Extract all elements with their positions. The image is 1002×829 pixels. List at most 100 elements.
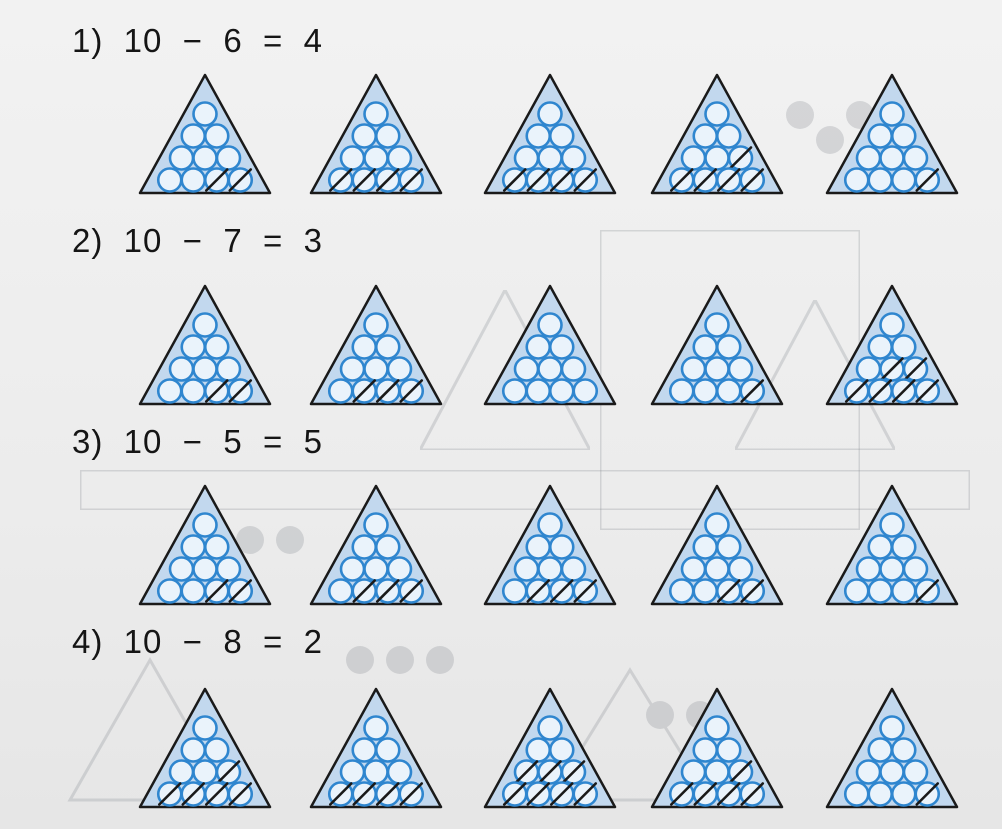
counting-circle — [339, 556, 366, 582]
counting-circle — [843, 167, 870, 193]
counting-circle — [363, 145, 389, 171]
counting-triangle — [650, 484, 784, 606]
counting-circle — [692, 534, 719, 560]
cross-out-stroke — [228, 379, 253, 403]
triangle-figure — [309, 73, 443, 195]
cross-out-stroke — [399, 782, 424, 806]
counting-circle — [537, 101, 563, 127]
cross-out-stroke — [399, 579, 424, 603]
counting-circle — [879, 715, 905, 741]
cross-out-stroke — [573, 579, 598, 603]
counting-circle — [351, 123, 378, 149]
triangle-figure — [309, 484, 443, 606]
counting-triangle — [483, 484, 617, 606]
counting-triangle — [825, 73, 959, 195]
counting-circle — [548, 378, 575, 404]
cross-out-stroke — [868, 379, 893, 403]
cross-out-stroke — [740, 782, 765, 806]
counting-circle — [715, 334, 742, 360]
counting-circle — [692, 378, 719, 404]
cross-out-stroke — [375, 782, 400, 806]
cross-out-stroke — [669, 782, 694, 806]
counting-circle — [513, 145, 540, 171]
counting-circle — [704, 356, 730, 382]
counting-circle — [890, 781, 917, 807]
cross-out-stroke — [375, 379, 400, 403]
cross-out-stroke — [716, 782, 741, 806]
counting-circle — [902, 759, 929, 785]
counting-circle — [680, 145, 707, 171]
counting-circle — [902, 145, 929, 171]
counting-circle — [363, 759, 389, 785]
counting-circle — [704, 759, 730, 785]
counting-circle — [168, 759, 195, 785]
counting-circle — [704, 556, 730, 582]
cross-out-stroke — [915, 579, 940, 603]
counting-circle — [203, 534, 230, 560]
triangle-figure — [309, 687, 443, 809]
counting-circle — [203, 334, 230, 360]
counting-circle — [192, 101, 218, 127]
counting-circle — [890, 534, 917, 560]
counting-circle — [879, 759, 905, 785]
counting-circle — [704, 145, 730, 171]
cross-out-stroke — [740, 379, 765, 403]
counting-circle — [704, 512, 730, 538]
counting-circle — [215, 145, 242, 171]
counting-circle — [180, 378, 207, 404]
counting-circle — [215, 556, 242, 582]
counting-triangle — [483, 687, 617, 809]
triangle-figure — [825, 284, 959, 406]
counting-circle — [180, 167, 207, 193]
counting-circle — [692, 123, 719, 149]
counting-circle — [855, 145, 882, 171]
triangle-figure — [825, 687, 959, 809]
counting-circle — [156, 378, 183, 404]
counting-triangle — [138, 73, 272, 195]
counting-circle — [715, 123, 742, 149]
counting-triangle — [650, 687, 784, 809]
equation-3: 3) 10 − 5 = 5 — [72, 423, 323, 460]
triangle-figure — [650, 484, 784, 606]
counting-triangle — [825, 687, 959, 809]
cross-out-stroke — [352, 168, 377, 192]
counting-circle — [215, 356, 242, 382]
counting-circle — [560, 145, 587, 171]
triangle-figure — [138, 484, 272, 606]
counting-circle — [727, 356, 754, 382]
counting-circle — [192, 556, 218, 582]
cross-out-stroke — [328, 782, 353, 806]
cross-out-stroke — [502, 168, 527, 192]
counting-circle — [867, 167, 894, 193]
counting-circle — [525, 378, 552, 404]
triangle-figure — [138, 284, 272, 406]
counting-circle — [548, 737, 575, 763]
cross-out-stroke — [728, 760, 753, 784]
cross-out-stroke — [228, 579, 253, 603]
counting-circle — [327, 378, 354, 404]
counting-circle — [180, 123, 207, 149]
counting-circle — [867, 334, 894, 360]
counting-circle — [180, 578, 207, 604]
counting-triangle — [309, 73, 443, 195]
triangle-figure — [825, 484, 959, 606]
counting-circle — [351, 334, 378, 360]
cross-out-stroke — [561, 760, 586, 784]
counting-circle — [525, 534, 552, 560]
counting-circle — [351, 534, 378, 560]
counting-circle — [525, 737, 552, 763]
counting-circle — [374, 334, 401, 360]
counting-circle — [692, 578, 719, 604]
counting-triangle — [309, 284, 443, 406]
cross-out-stroke — [375, 168, 400, 192]
cross-out-stroke — [915, 782, 940, 806]
counting-circle — [548, 334, 575, 360]
counting-circle — [879, 101, 905, 127]
counting-circle — [168, 556, 195, 582]
counting-triangle — [309, 484, 443, 606]
cross-out-stroke — [549, 579, 574, 603]
counting-circle — [855, 556, 882, 582]
counting-circle — [192, 715, 218, 741]
triangle-figure — [138, 73, 272, 195]
